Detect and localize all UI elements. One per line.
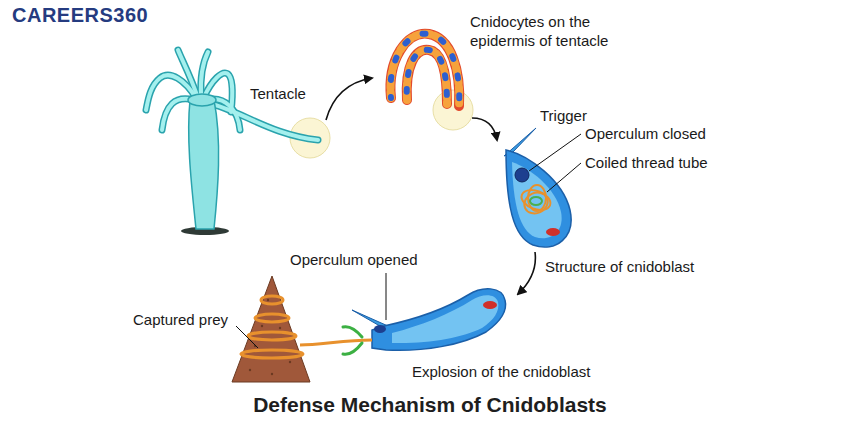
barb <box>343 327 362 337</box>
dot <box>289 361 291 363</box>
tentacle-cells <box>390 34 459 106</box>
thread-coil <box>248 332 296 340</box>
leader-line <box>529 134 581 171</box>
tentacle <box>208 103 318 140</box>
cnidocyte-tentacle <box>390 34 459 106</box>
stage-caption: Explosion of the cnidoblast <box>412 362 590 381</box>
prey <box>232 276 310 382</box>
leader-line <box>547 163 581 192</box>
cnidocyte-dots <box>390 34 459 106</box>
tentacle <box>178 50 198 98</box>
barb <box>343 343 362 354</box>
tentacle <box>208 103 318 140</box>
dot <box>249 369 251 371</box>
dot <box>267 299 269 301</box>
part-label: Cnidocytes on the epidermis of tentacle <box>470 12 645 50</box>
dot <box>261 325 263 327</box>
part-label: Operculum opened <box>290 250 418 269</box>
tentacle <box>178 50 198 98</box>
thread-coil <box>261 296 283 304</box>
tentacle-strand <box>407 50 447 104</box>
cnidoblast-body <box>372 289 506 351</box>
dot <box>271 373 273 375</box>
leader-line <box>236 326 258 348</box>
hydra-tentacles-fill <box>146 50 318 140</box>
nucleus <box>483 301 497 309</box>
dot <box>279 327 281 329</box>
hydra-body <box>189 100 219 229</box>
highlight-circle <box>433 90 473 130</box>
part-label: Captured prey <box>133 310 228 329</box>
thread-coil <box>255 314 289 322</box>
thread-coils <box>241 296 303 358</box>
operculum-open <box>374 325 386 333</box>
flow-arrow <box>326 78 372 120</box>
coiled-thread <box>519 185 553 217</box>
cnidocyte-dots <box>407 50 447 104</box>
operculum <box>515 168 529 182</box>
thread-coil <box>241 350 303 358</box>
cnidoblast-capsule <box>512 162 562 238</box>
thread-core <box>530 197 542 205</box>
thread-coil <box>521 189 551 217</box>
hydra-head <box>188 94 216 106</box>
part-label: Tentacle <box>250 84 306 103</box>
stage-caption: Structure of cnidoblast <box>545 257 694 276</box>
prey-dots <box>249 299 291 375</box>
hydra-tentacles-outline <box>146 50 318 140</box>
tentacle-strand <box>390 34 459 106</box>
part-label: Trigger <box>540 106 587 125</box>
cnidoblast-capsule <box>392 295 498 343</box>
flow-arrow <box>518 252 535 294</box>
tentacle-cells <box>407 50 447 104</box>
part-label: Operculum closed <box>585 124 706 143</box>
nucleus <box>546 228 560 236</box>
leader-line <box>386 273 387 320</box>
logo-watermark: CAREERS360 <box>12 4 148 26</box>
part-label: Coiled thread tube <box>585 153 708 172</box>
thread-coil <box>528 185 546 211</box>
flow-arrow <box>472 118 497 140</box>
diagram-title: Defense Mechanism of Cnidoblasts <box>0 392 860 418</box>
